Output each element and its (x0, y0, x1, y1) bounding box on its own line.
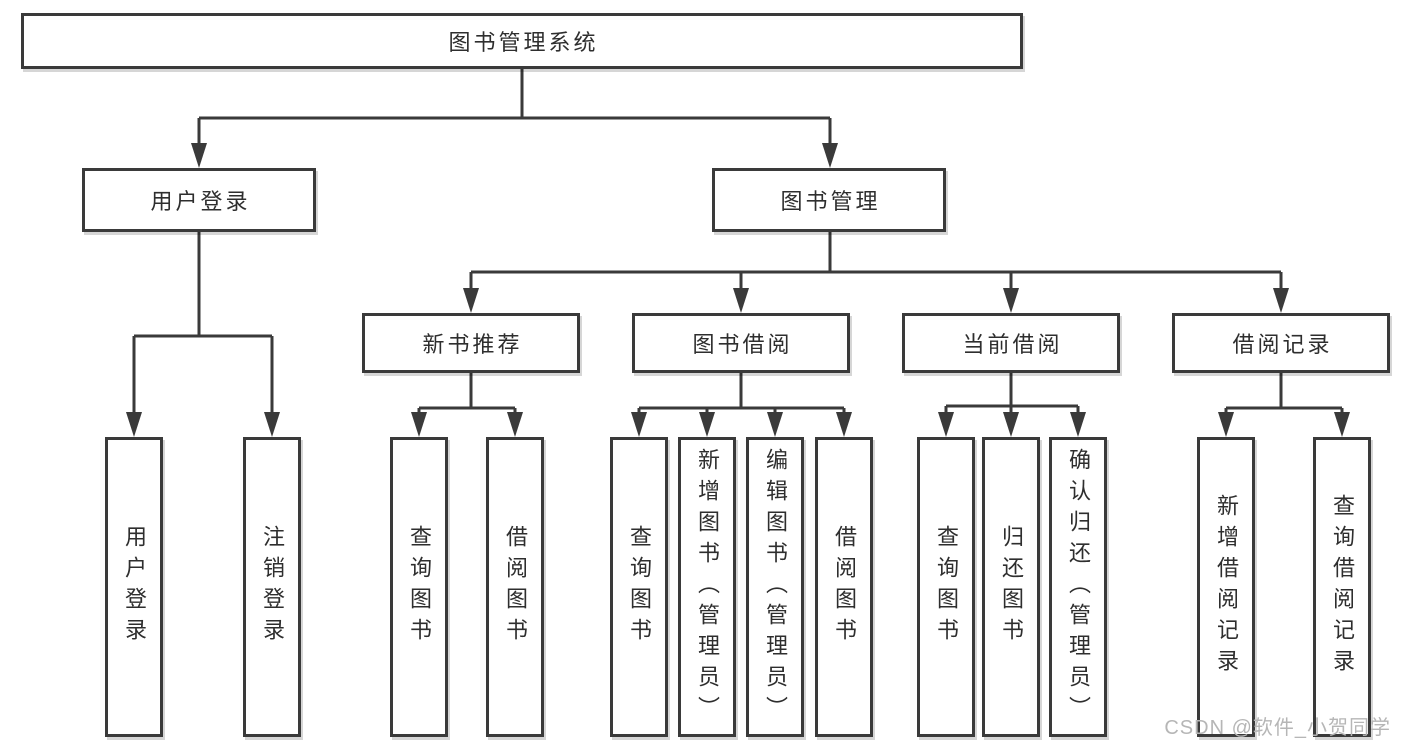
leaf-label: 注销登录 (260, 525, 285, 649)
leaf-label: 用户登录 (122, 525, 147, 649)
leaf-label: 编辑图书（管理员） (763, 447, 788, 727)
leaf-confirm-return-admin: 确认归还（管理员） (1049, 437, 1107, 737)
node-label: 图书管理系统 (448, 30, 599, 55)
node-borrow-records: 借阅记录 (1172, 313, 1390, 373)
node-label: 当前借阅 (962, 332, 1063, 357)
node-current-borrow: 当前借阅 (902, 313, 1120, 373)
node-book-management: 图书管理 (712, 168, 946, 232)
leaf-add-borrow-record: 新增借阅记录 (1197, 437, 1255, 737)
leaf-label: 新增借阅记录 (1214, 494, 1239, 680)
leaf-label: 查询借阅记录 (1330, 494, 1355, 680)
leaf-label: 归还图书 (999, 525, 1024, 649)
leaf-query-borrow-record: 查询借阅记录 (1313, 437, 1371, 737)
leaf-borrow-books: 借阅图书 (815, 437, 873, 737)
leaf-label: 查询图书 (407, 525, 432, 649)
node-user-login: 用户登录 (82, 168, 316, 232)
node-label: 用户登录 (150, 189, 251, 214)
leaf-query-books-current: 查询图书 (917, 437, 975, 737)
node-label: 图书管理 (780, 189, 881, 214)
node-label: 图书借阅 (692, 332, 793, 357)
leaf-label: 查询图书 (627, 525, 652, 649)
leaf-label: 借阅图书 (832, 525, 857, 649)
node-label: 新书推荐 (422, 332, 523, 357)
leaf-label: 借阅图书 (503, 525, 528, 649)
leaf-logout: 注销登录 (243, 437, 301, 737)
node-new-book-recommend: 新书推荐 (362, 313, 580, 373)
leaf-user-login: 用户登录 (105, 437, 163, 737)
leaf-label: 查询图书 (934, 525, 959, 649)
leaf-label: 确认归还（管理员） (1066, 447, 1091, 727)
leaf-return-books: 归还图书 (982, 437, 1040, 737)
node-book-borrow: 图书借阅 (632, 313, 850, 373)
node-root-system: 图书管理系统 (21, 13, 1023, 69)
leaf-borrow-books-recommend: 借阅图书 (486, 437, 544, 737)
csdn-watermark: CSDN @软件_小贺同学 (1164, 717, 1391, 739)
leaf-label: 新增图书（管理员） (695, 447, 720, 727)
leaf-query-books-borrow: 查询图书 (610, 437, 668, 737)
leaf-add-books-admin: 新增图书（管理员） (678, 437, 736, 737)
leaf-query-books-recommend: 查询图书 (390, 437, 448, 737)
leaf-edit-books-admin: 编辑图书（管理员） (746, 437, 804, 737)
node-label: 借阅记录 (1232, 332, 1333, 357)
